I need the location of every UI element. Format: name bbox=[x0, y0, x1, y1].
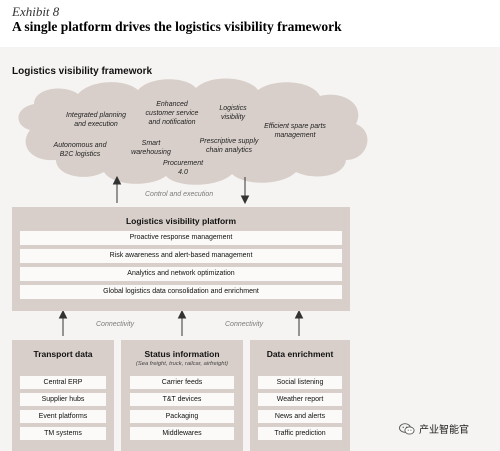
control-up-arrowhead bbox=[112, 175, 122, 185]
source-item: Traffic prediction bbox=[258, 427, 342, 440]
source-title-transport: Transport data bbox=[33, 349, 93, 359]
execution-down-arrowhead bbox=[240, 195, 250, 205]
watermark: 产业智能官 bbox=[399, 421, 469, 436]
source-item: Middlewares bbox=[130, 427, 234, 440]
arrows bbox=[58, 175, 304, 336]
connectivity-arrowhead-1 bbox=[58, 309, 68, 319]
source-item: Event platforms bbox=[20, 410, 106, 423]
source-item: T&T devices bbox=[130, 393, 234, 406]
watermark-text: 产业智能官 bbox=[419, 425, 469, 436]
source-item: News and alerts bbox=[258, 410, 342, 423]
exhibit-label: Exhibit 8 bbox=[12, 4, 60, 19]
source-item: Carrier feeds bbox=[130, 376, 234, 389]
source-item: Weather report bbox=[258, 393, 342, 406]
platform-bar-risk-awareness: Risk awareness and alert-based managemen… bbox=[20, 249, 342, 263]
source-title-status: Status information bbox=[144, 349, 220, 359]
cloud-shape bbox=[18, 78, 368, 185]
platform-bar-data-consolidation: Global logistics data consolidation and … bbox=[20, 285, 342, 299]
source-item: TM systems bbox=[20, 427, 106, 440]
connectivity-label-right: Connectivity bbox=[225, 321, 264, 328]
connectivity-label-left: Connectivity bbox=[96, 321, 135, 328]
connectivity-arrowhead-2 bbox=[177, 309, 187, 319]
source-item: Central ERP bbox=[20, 376, 106, 389]
wechat-icon bbox=[399, 422, 415, 435]
control-execution-label: Control and execution bbox=[145, 191, 214, 198]
framework-title: Logistics visibility framework bbox=[12, 66, 153, 77]
platform-title: Logistics visibility platform bbox=[125, 216, 237, 226]
platform-bar-analytics: Analytics and network optimization bbox=[20, 267, 342, 281]
source-item: Packaging bbox=[130, 410, 234, 423]
connectivity-arrowhead-3 bbox=[294, 309, 304, 319]
platform-bar-proactive-response: Proactive response management bbox=[20, 231, 342, 245]
source-item: Supplier hubs bbox=[20, 393, 106, 406]
source-subtitle-status: (Sea freight, truck, railcar, airfreight… bbox=[135, 361, 229, 367]
page-title: A single platform drives the logistics v… bbox=[12, 19, 342, 34]
source-item: Social listening bbox=[258, 376, 342, 389]
source-title-enrichment: Data enrichment bbox=[266, 349, 334, 359]
